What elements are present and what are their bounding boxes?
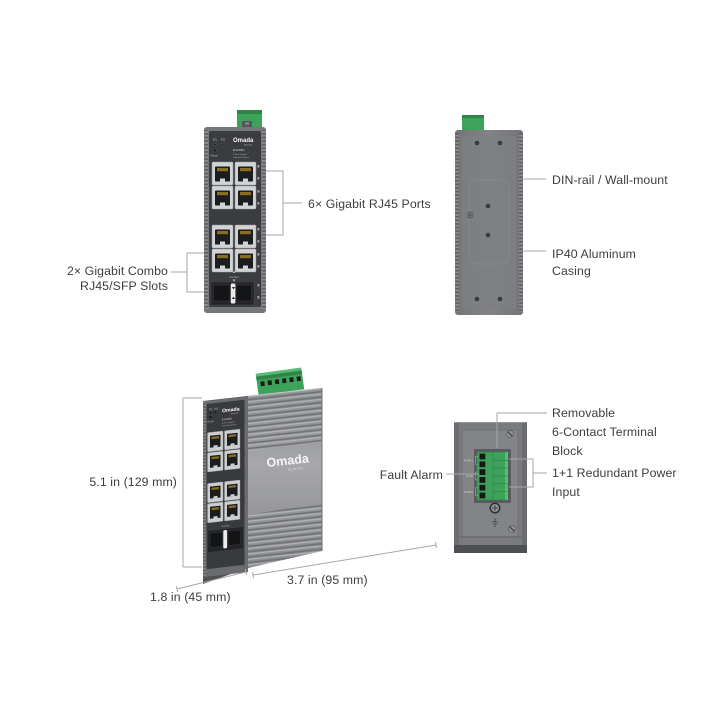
rj45-port <box>211 161 234 186</box>
screw-icon <box>508 525 516 533</box>
model-text: ES209G <box>233 148 245 152</box>
heatsink-fins-right <box>519 133 523 312</box>
callout-terminal-line3: Block <box>552 444 583 458</box>
dimension-depth: 3.7 in (95 mm) <box>287 573 368 587</box>
leader-power <box>509 458 547 488</box>
callout-combo-slots: 2× Gigabit Combo RJ45/SFP Slots <box>67 264 168 294</box>
rj45-port <box>211 185 234 210</box>
leader-terminal <box>496 412 547 448</box>
din-mount-outline <box>468 179 510 265</box>
logo-text: Omada <box>222 406 240 414</box>
model-desc1: 8-Port Gigabit <box>233 153 247 156</box>
front-view-illustration: P1 P2 Reset Omada by tp-link ES209G 8-Po… <box>204 110 266 313</box>
callout-combo-line1: 2× Gigabit Combo <box>66 264 168 278</box>
logo-tagline: by tp-link <box>231 411 238 415</box>
led1-label: P1 <box>209 407 213 411</box>
rj45-ports-mini <box>207 428 241 524</box>
terminal-block-tab <box>462 115 484 131</box>
led1-label: P1 <box>213 138 217 142</box>
callout-casing-line2: Casing <box>552 263 591 278</box>
rj45-port <box>234 185 257 210</box>
terminal-label-brackets <box>475 456 478 496</box>
rj45-port <box>211 224 234 249</box>
logo-tagline: by tp-link <box>288 466 303 472</box>
back-view-illustration <box>455 115 523 315</box>
perspective-view-illustration: Omada by tp-link P1 P2 Reset Omada by tp… <box>203 367 323 584</box>
port-indicator-marks <box>257 165 260 299</box>
combo-label-group: Combo <box>229 270 239 282</box>
terminal-labels: PWR1 Fault PWR2 <box>464 459 473 494</box>
model-desc2: Industrial Switch <box>233 156 250 159</box>
sfp-slots <box>210 281 255 306</box>
dimension-height: 5.1 in (129 mm) <box>89 475 177 489</box>
logo-text: Omada <box>233 138 254 144</box>
callout-power-line2: Input <box>552 485 580 499</box>
dim-height-line <box>182 397 202 568</box>
heatsink-fins-right <box>262 130 266 310</box>
reset-label: Reset <box>208 420 215 424</box>
callout-power-input: 1+1 Redundant Power Input <box>552 464 677 502</box>
model-text: ES209G <box>222 416 232 421</box>
screw-icon <box>506 430 514 438</box>
callout-casing: IP40 Aluminum Casing <box>552 246 636 279</box>
omada-logo: Omada by tp-link ES209G 8-Port Gigabit I… <box>233 138 254 159</box>
callout-rj45-ports: 6× Gigabit RJ45 Ports <box>308 197 431 211</box>
sfp-slots-mini <box>207 526 244 553</box>
callout-terminal-line1: Removable <box>552 406 616 420</box>
reset-button: Reset <box>211 148 219 158</box>
heatsink-fins-left <box>455 133 459 312</box>
combo-label: Combo <box>229 275 239 279</box>
dimension-width: 1.8 in (45 mm) <box>150 590 231 604</box>
callout-terminal-line2: 6-Contact Terminal <box>552 425 657 439</box>
leader-combo <box>171 252 204 293</box>
dim-width-line <box>175 568 248 593</box>
back-plate <box>462 136 516 309</box>
terminal-block-top <box>474 449 511 503</box>
terminal-block-3d <box>255 367 305 396</box>
callout-combo-line2: RJ45/SFP Slots <box>80 279 168 293</box>
logo-text: Omada <box>266 451 311 470</box>
pwr2-label: PWR2 <box>464 490 473 494</box>
terminal-block-front <box>237 110 262 129</box>
side-face: Omada by tp-link <box>247 387 323 568</box>
pwr1-label: PWR1 <box>464 459 473 463</box>
model-desc1: 8-Port Gigabit <box>222 421 235 425</box>
rj45-port <box>234 224 257 249</box>
model-desc2: Industrial Switch <box>222 423 236 428</box>
mounting-holes <box>474 140 503 302</box>
logo-tagline: by tp-link <box>244 144 252 147</box>
reset-label: Reset <box>211 154 219 158</box>
callout-fault-alarm: Fault Alarm <box>379 468 443 482</box>
rj45-port <box>234 248 257 273</box>
callout-terminal-block: Removable 6-Contact Terminal Block <box>552 404 657 461</box>
led-indicators: P1 P2 <box>213 138 225 146</box>
fault-label: Fault <box>466 474 473 478</box>
callout-din-rail: DIN-rail / Wall-mount <box>552 173 668 187</box>
omada-logo-side: Omada by tp-link <box>266 451 311 472</box>
front-face-detail: P1 P2 Reset Omada by tp-link ES209G 8-Po… <box>203 396 248 578</box>
ground-screw-icon <box>489 502 501 514</box>
heatsink-fins-left <box>204 130 208 310</box>
callout-power-line1: 1+1 Redundant Power <box>552 466 677 480</box>
led2-label: P2 <box>215 406 219 410</box>
rj45-ports <box>211 161 257 273</box>
led2-label: P2 <box>221 138 225 142</box>
ground-icon <box>492 518 498 527</box>
rj45-port <box>211 248 234 273</box>
leader-rj45 <box>266 170 302 236</box>
callout-casing-line1: IP40 Aluminum <box>552 247 637 261</box>
rj45-port <box>234 161 257 186</box>
screw-icon <box>466 211 474 219</box>
dim-depth-line <box>252 541 437 579</box>
combo-label: Combo <box>221 523 230 528</box>
